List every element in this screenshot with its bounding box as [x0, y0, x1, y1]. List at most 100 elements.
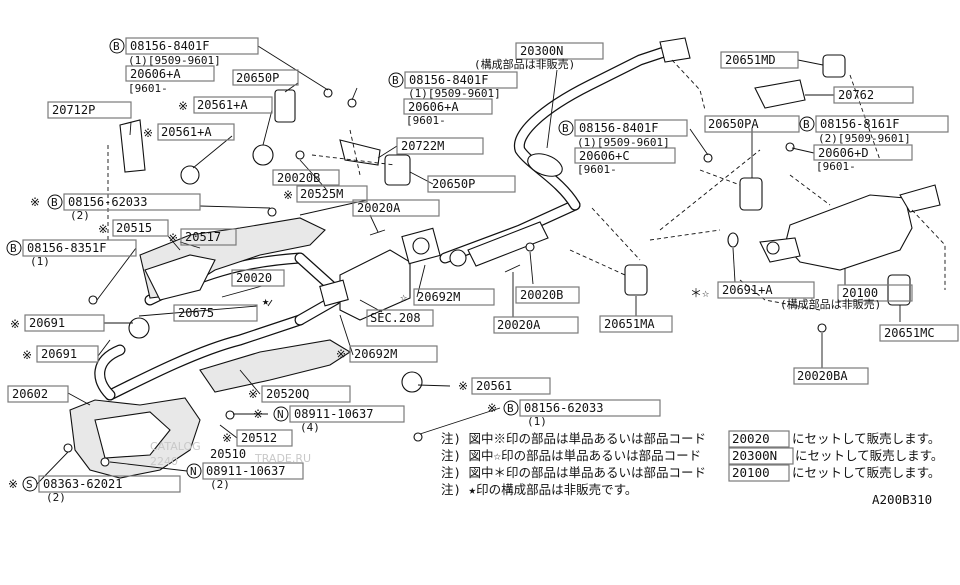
hanger-rubber-20651ma [624, 264, 648, 296]
box-20606a-mid [403, 98, 493, 115]
nut-20020b-left [295, 150, 305, 160]
box-20020a-mid [493, 316, 579, 334]
label-20100: 20100 [842, 286, 878, 300]
box-20722m [396, 137, 484, 155]
leader-lines [36, 45, 946, 485]
marker-n-icon [273, 406, 289, 422]
box-20606d [813, 144, 913, 161]
ast-white-star-20691a: ＊☆ [690, 286, 709, 300]
kome-20520q: ※ [248, 387, 258, 401]
box-20561a-1 [193, 96, 273, 114]
label-20606a-mid: 20606+A [408, 100, 459, 114]
label-08156-8351f: 08156-8351F [27, 241, 106, 255]
box-20020 [231, 269, 285, 287]
marker-b-icon-3 [6, 240, 22, 256]
box-08911-10637-2 [202, 462, 304, 480]
label-20722m: 20722M [401, 139, 444, 153]
box-sec208 [366, 309, 434, 327]
label-08156-62033-mid: 08156-62033 [524, 401, 603, 415]
label-08363-62021: 08363-62021 [43, 477, 122, 491]
box-08156-8401f-mid [404, 71, 518, 89]
marker-b-3: B [10, 242, 17, 255]
label-group-middle: B 08156-8401F (1)[9509-9601] 20606+A [96… [8, 71, 518, 504]
heat-shield-center [199, 339, 352, 393]
label-20762: 20762 [838, 88, 874, 102]
label-20300n: 20300N [520, 44, 563, 58]
notes-block: 注) 図中※印の部品は単品あるいは部品コード 20020 にセットして販売します… [441, 430, 943, 507]
gasket-ring [412, 237, 430, 255]
clamp-20561a-1 [252, 144, 274, 166]
stud-08363-62021 [63, 443, 73, 453]
label-not-sold-2: (構成部品は非販売) [780, 297, 881, 311]
label-qty-4: (4) [300, 421, 320, 434]
kome-20561: ※ [458, 379, 468, 393]
label-9601-mid: [9601- [406, 114, 446, 127]
box-20517 [180, 228, 237, 246]
box-20606a-top [125, 65, 215, 82]
label-qty-9509-d: (2)[9509-9601] [818, 132, 911, 145]
box-20520q [261, 385, 351, 403]
kome-20691-1: ※ [10, 317, 20, 331]
watermark-line2: 2240 [150, 455, 178, 468]
box-20020b-mid [515, 286, 580, 304]
white-star-20692m: ☆ [400, 290, 407, 304]
label-20650p-mid: 20650P [432, 177, 475, 191]
label-20651mc: 20651MC [884, 326, 935, 340]
note-2-prefix: 注) 図中☆印の部品は単品あるいは部品コード [441, 448, 701, 463]
box-20651mc [879, 324, 959, 342]
converter-flange-front [319, 279, 349, 307]
bracket-20762 [754, 79, 806, 109]
kome-08911-10637-1: ※ [253, 407, 263, 421]
hanger-rubber-20650pa [739, 177, 763, 211]
kome-20561a-2: ※ [143, 126, 153, 140]
label-20606a-top: 20606+A [130, 67, 181, 81]
box-08156-8351f [22, 239, 137, 257]
hanger-rubber-20650p [384, 154, 411, 186]
manifold-flange [94, 411, 171, 459]
bolt-08156-62033-mid [413, 432, 423, 442]
box-20020ba [793, 367, 869, 385]
label-not-sold-1: (構成部品は非販売) [474, 57, 575, 71]
label-20691a: 20691+A [722, 283, 773, 297]
tail-pipe [899, 184, 941, 213]
exhaust-drawing [63, 37, 941, 479]
kome-20525m: ※ [283, 188, 293, 202]
box-20712p [47, 101, 132, 119]
label-08911-10637-1: 08911-10637 [294, 407, 373, 421]
marker-s-icon [22, 476, 38, 492]
marker-b-icon-2 [47, 194, 63, 210]
label-20602: 20602 [12, 387, 48, 401]
marker-n-2: N [190, 465, 197, 478]
label-group-right-middle: 20300N (構成部品は非販売) B 08156-8401F (1)[9509… [458, 42, 688, 428]
label-08911-10637-2: 08911-10637 [206, 464, 285, 478]
box-20020a-top [352, 199, 440, 217]
box-20561 [471, 377, 551, 395]
label-qty-9509-r: (1)[9509-9601] [577, 136, 670, 149]
note-2-code-box [728, 447, 794, 465]
box-20100 [837, 284, 913, 302]
label-20520q: 20520Q [266, 387, 309, 401]
clamp-20561a-2 [180, 165, 200, 185]
box-20512 [236, 429, 293, 447]
box-20525m [296, 185, 368, 203]
bracket-20712p [119, 119, 146, 173]
label-20020b-left: 20020B [277, 171, 320, 185]
label-qty-1-a: (1) [30, 255, 50, 268]
label-group-top-left: B 08156-8401F (1)[9509-9601] 20606+A [96… [6, 37, 368, 403]
label-08156-8161f: 08156-8161F [820, 117, 899, 131]
heat-shield-cover [144, 254, 216, 301]
label-20651md: 20651MD [725, 53, 776, 67]
label-20512: 20512 [241, 431, 277, 445]
box-20692m-2 [349, 345, 438, 363]
label-qty-2-b: (2) [210, 478, 230, 491]
label-20515: 20515 [116, 221, 152, 235]
label-08156-8401f-mid: 08156-8401F [409, 73, 488, 87]
note-3-code-box [728, 464, 790, 482]
label-20606c: 20606+C [579, 149, 630, 163]
box-20515 [112, 219, 169, 237]
watermark: CATALOG 2240 TRADE.RU [150, 440, 311, 468]
front-gasket [449, 249, 467, 267]
watermark-line3: TRADE.RU [254, 452, 311, 465]
box-20691-2 [36, 345, 99, 363]
